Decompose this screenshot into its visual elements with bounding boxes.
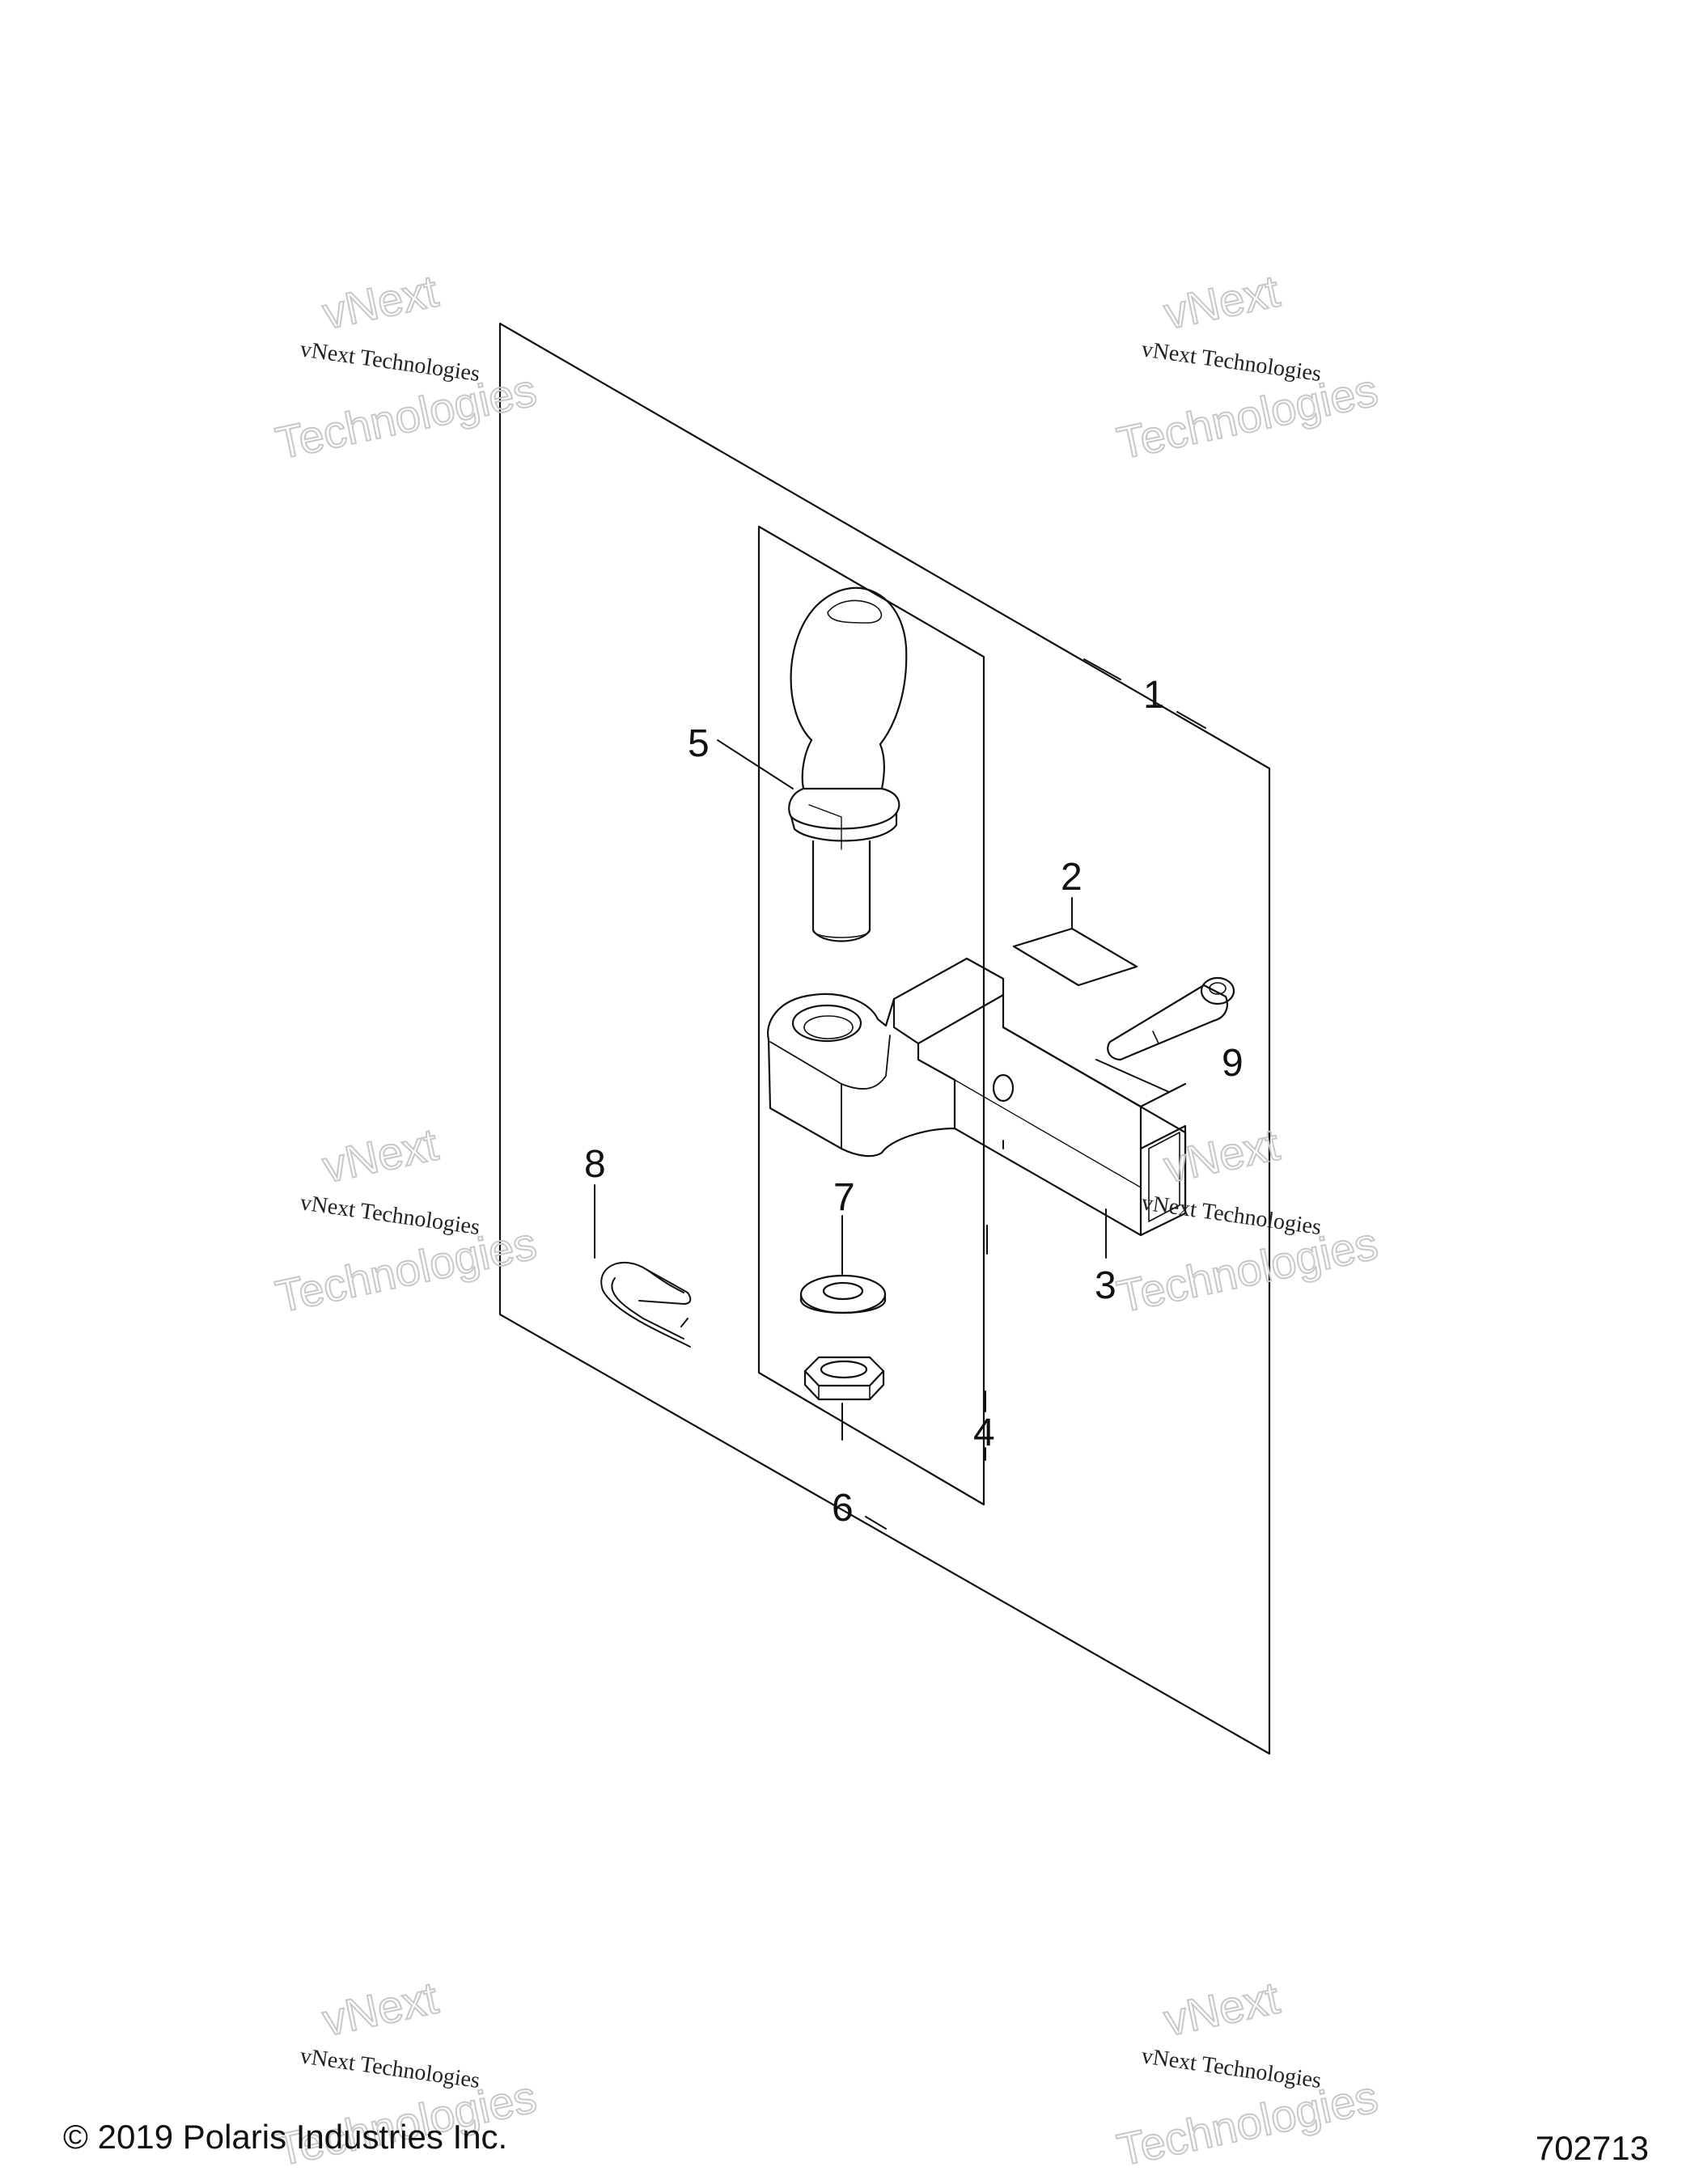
- hex-nut: [803, 1356, 885, 1401]
- svg-text:vNext: vNext: [1159, 265, 1284, 338]
- callout-1: 1: [1143, 674, 1165, 717]
- hitch-ball: [788, 586, 908, 942]
- flat-washer: [799, 1274, 887, 1314]
- svg-text:vNext Technologies: vNext Technologies: [1140, 336, 1323, 387]
- callout-5: 5: [688, 722, 710, 765]
- svg-text:vNext: vNext: [318, 1971, 443, 2045]
- ball-mount-outline: [757, 525, 985, 1506]
- copyright-notice: © 2019 Polaris Industries Inc.: [63, 2118, 508, 2156]
- svg-text:vNext: vNext: [318, 265, 443, 338]
- watermark-mid-right: vNext vNext Technologies Technologies: [1112, 1117, 1383, 1323]
- drawing-number: 702713: [1535, 2129, 1649, 2167]
- callout-7: 7: [833, 1176, 855, 1219]
- callout-4: 4: [973, 1412, 995, 1454]
- svg-text:Technologies: Technologies: [1112, 1217, 1382, 1323]
- callout-8: 8: [584, 1143, 606, 1186]
- svg-text:Technologies: Technologies: [1112, 2071, 1382, 2176]
- svg-text:Technologies: Technologies: [1112, 364, 1382, 469]
- watermark: vNext vNext Technologies Technologies vN…: [270, 264, 1383, 2176]
- decal: [1012, 927, 1138, 987]
- watermark-top-right: vNext vNext Technologies Technologies: [1112, 264, 1383, 469]
- watermark-bottom-right: vNext vNext Technologies Technologies: [1112, 1970, 1383, 2176]
- leader-lines: [594, 658, 1206, 1530]
- svg-text:vNext Technologies: vNext Technologies: [1140, 2043, 1323, 2093]
- hitch-pin-clip: [600, 1262, 692, 1348]
- svg-text:vNext: vNext: [1159, 1971, 1284, 2045]
- clevis-pin: [1107, 976, 1235, 1061]
- callout-2: 2: [1061, 856, 1083, 899]
- svg-text:vNext Technologies: vNext Technologies: [299, 2043, 481, 2093]
- svg-text:vNext Technologies: vNext Technologies: [299, 1190, 481, 1240]
- ball-mount: [767, 957, 1187, 1237]
- kit-outline: [498, 322, 1271, 1755]
- callouts: 1 2 3 4 5 6 7 8 9: [584, 674, 1244, 1530]
- callout-9: 9: [1222, 1042, 1244, 1085]
- callout-6: 6: [832, 1487, 854, 1530]
- callout-3: 3: [1095, 1264, 1116, 1307]
- svg-text:vNext: vNext: [318, 1118, 443, 1191]
- svg-text:vNext Technologies: vNext Technologies: [1140, 1190, 1323, 1240]
- svg-text:vNext Technologies: vNext Technologies: [299, 336, 481, 387]
